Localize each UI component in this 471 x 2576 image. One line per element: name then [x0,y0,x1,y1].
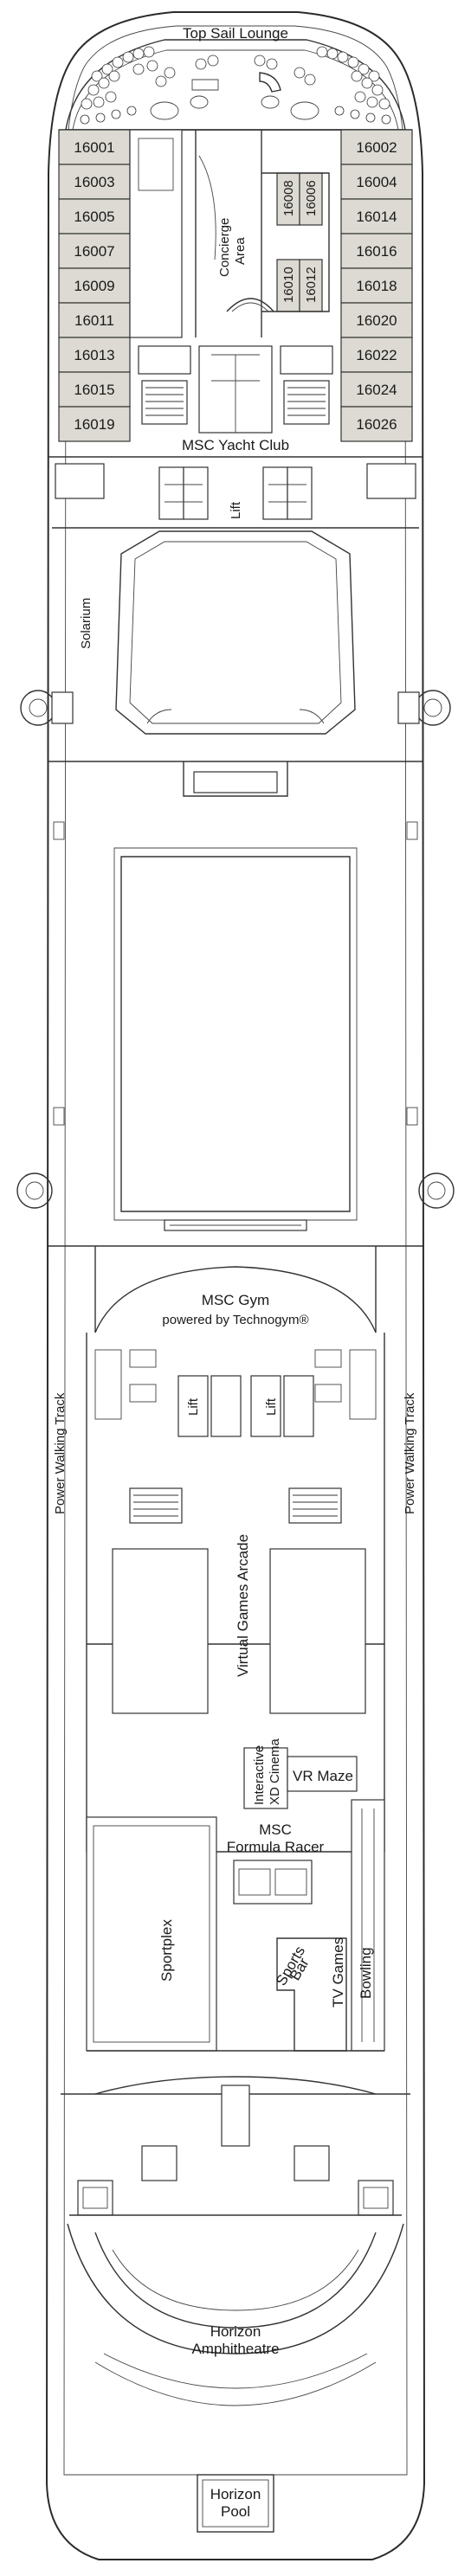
arcade-area-starboard [269,1548,366,1714]
cabin-16018-label: 16018 [356,278,397,294]
cabin-16015[interactable] [58,371,131,408]
cabin-16012[interactable] [299,259,323,312]
lift-cluster-aft-port [177,1375,242,1437]
msc-gym-label: MSC Gym [202,1292,269,1308]
cabin-16013-label: 16013 [74,347,114,363]
aft-terraces [61,2076,410,2216]
top-sail-lounge-label: Top Sail Lounge [183,25,288,42]
bowling-lanes [351,1799,385,2052]
tv-games-label: TV Games [330,1937,346,2007]
cabin-16019[interactable] [58,406,131,442]
cabin-16006[interactable] [299,172,323,226]
msc-gym-powered-by-label: powered by Technogym® [162,1313,308,1327]
arcade-area-port [112,1548,209,1714]
cabin-16008-label: 16008 [281,180,296,216]
cabin-16013[interactable] [58,337,131,373]
pool-deck-central [16,761,455,1247]
concierge-area-label-2: Area [233,237,248,265]
cabin-16024[interactable] [340,371,413,408]
cabin-16006-label: 16006 [304,180,319,216]
cabin-16010[interactable] [276,259,300,312]
lift-cluster-aft-starboard [250,1375,314,1437]
concierge-area-label-1: Concierge [217,218,232,277]
vr-maze [287,1756,358,1792]
cabin-16005[interactable] [58,198,131,234]
cabin-16001-label: 16001 [74,139,114,156]
cabin-16016-label: 16016 [356,243,397,260]
stairwell-port [141,380,188,425]
cabin-16014-label: 16014 [356,209,397,225]
cabin-16004-label: 16004 [356,174,397,190]
cabin-16024-label: 16024 [356,382,397,398]
interactive-xd-cinema [243,1747,288,1809]
cabin-16018[interactable] [340,267,413,304]
cabin-16019-label: 16019 [74,416,114,433]
lift-lobby-forward: Lift [48,456,423,529]
interactive-xd-cinema-label-1: Interactive [252,1745,267,1805]
lift-core-upper [129,129,183,338]
lift-label-port: Lift [186,1397,201,1416]
cabin-16022-label: 16022 [356,347,397,363]
lift-label-forward: Lift [229,501,243,519]
cabin-16011-label: 16011 [74,312,114,329]
msc-gym: Lift Lift MSC Gym powered by Technogym® … [53,1246,417,1645]
cabin-16026[interactable] [340,406,413,442]
cabin-16010-label: 16010 [281,267,296,303]
cabin-16011[interactable] [58,302,131,338]
cabin-16004[interactable] [340,164,413,200]
vr-maze-label: VR Maze [293,1768,353,1784]
horizon-amphitheatre: Horizon Amphitheatre [67,2223,404,2406]
msc-formula-racer-label-1: MSC [259,1821,292,1838]
cabin-16002-label: 16002 [356,139,397,156]
stairwell-gym-starboard [288,1487,342,1524]
sportplex [86,1816,217,2052]
top-sail-lounge: Top Sail Lounge [65,25,406,131]
virtual-games-arcade-label: Virtual Games Arcade [235,1534,251,1677]
cabin-16003[interactable] [58,164,131,200]
horizon-pool-label-2: Pool [221,2503,250,2520]
horizon-pool-label-1: Horizon [210,2486,261,2502]
power-walking-track-starboard-label: Power Walking Track [403,1392,417,1514]
cabin-16003-label: 16003 [74,174,114,190]
cabin-16020[interactable] [340,302,413,338]
solarium-label: Solarium [79,598,94,649]
cabin-16015-label: 16015 [74,382,114,398]
cabins-port: 16001 16003 16005 16007 16009 16011 16013 16015… [58,129,131,442]
horizon-amphitheatre-label-2: Amphitheatre [191,2341,279,2357]
cabin-16026-label: 16026 [356,416,397,433]
cabin-16002[interactable] [340,129,413,165]
power-walking-track-port-label: Power Walking Track [53,1392,68,1514]
msc-formula-racer-sim [233,1860,313,1905]
bowling-label: Bowling [358,1947,374,1999]
stairwell-gym-port [129,1487,183,1524]
solarium: Solarium [20,530,451,735]
interactive-xd-cinema-label-2: XD Cinema [268,1738,282,1805]
cabins-starboard: 16002 16004 16014 16016 16018 16020 16022 16024… [340,129,413,442]
horizon-amphitheatre-label-1: Horizon [210,2323,261,2340]
cabin-16022[interactable] [340,337,413,373]
entertainment-zone: Virtual Games Arcade Interactive XD Cine… [86,1534,385,2052]
cabin-16016[interactable] [340,233,413,269]
msc-formula-racer-label-2: Formula Racer [227,1839,325,1855]
cabin-16014[interactable] [340,198,413,234]
horizon-pool: Horizon Pool [197,2474,274,2533]
stairwell-starboard [283,380,330,425]
sportplex-label: Sportplex [158,1919,175,1982]
yacht-club-cabins: 16001 16003 16005 16007 16009 16011 16013 16015… [58,129,413,453]
cabin-16009-label: 16009 [74,278,114,294]
cabin-16007-label: 16007 [74,243,114,260]
cabin-16005-label: 16005 [74,209,114,225]
cabin-16020-label: 16020 [356,312,397,329]
cabin-16012-label: 16012 [304,267,319,303]
msc-yacht-club-label: MSC Yacht Club [182,437,289,453]
lift-label-starboard: Lift [264,1397,279,1416]
